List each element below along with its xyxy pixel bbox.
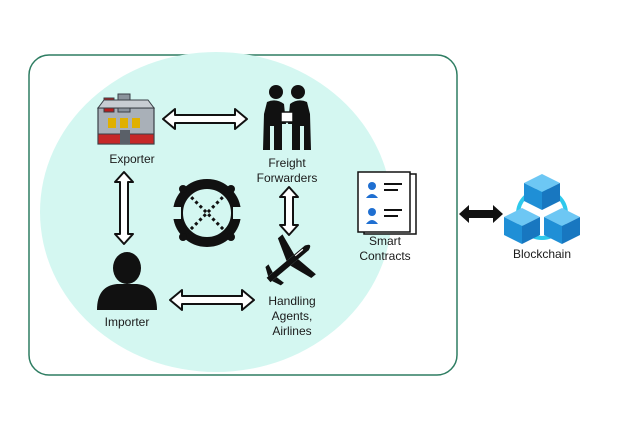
blockchain-cubes-icon: [504, 174, 580, 244]
handshake-icon: [263, 85, 311, 150]
importer-label: Importer: [105, 315, 150, 329]
handling-label-line-1: Handling: [268, 294, 315, 308]
handling-label-line-2: Agents,: [272, 309, 313, 323]
blockchain-label: Blockchain: [513, 247, 571, 261]
handling-label-line-3: Airlines: [272, 324, 311, 338]
contracts-label-line-2: Contracts: [359, 249, 410, 263]
airplane-icon: [265, 234, 316, 286]
contract-document-icon: [357, 171, 417, 235]
person-icon: [97, 252, 157, 310]
freight-label-line-1: Freight: [268, 156, 306, 170]
factory-icon: [97, 93, 155, 145]
arrow-exporter-importer: [114, 171, 134, 245]
arrow-panel-blockchain: [459, 205, 503, 223]
participants-ellipse: [40, 52, 392, 372]
arrow-freight-handling: [279, 186, 299, 236]
exporter-label: Exporter: [109, 152, 154, 166]
contracts-label-line-1: Smart: [369, 234, 402, 248]
freight-label-line-2: Forwarders: [257, 171, 318, 185]
network-logo-icon: [171, 179, 243, 247]
